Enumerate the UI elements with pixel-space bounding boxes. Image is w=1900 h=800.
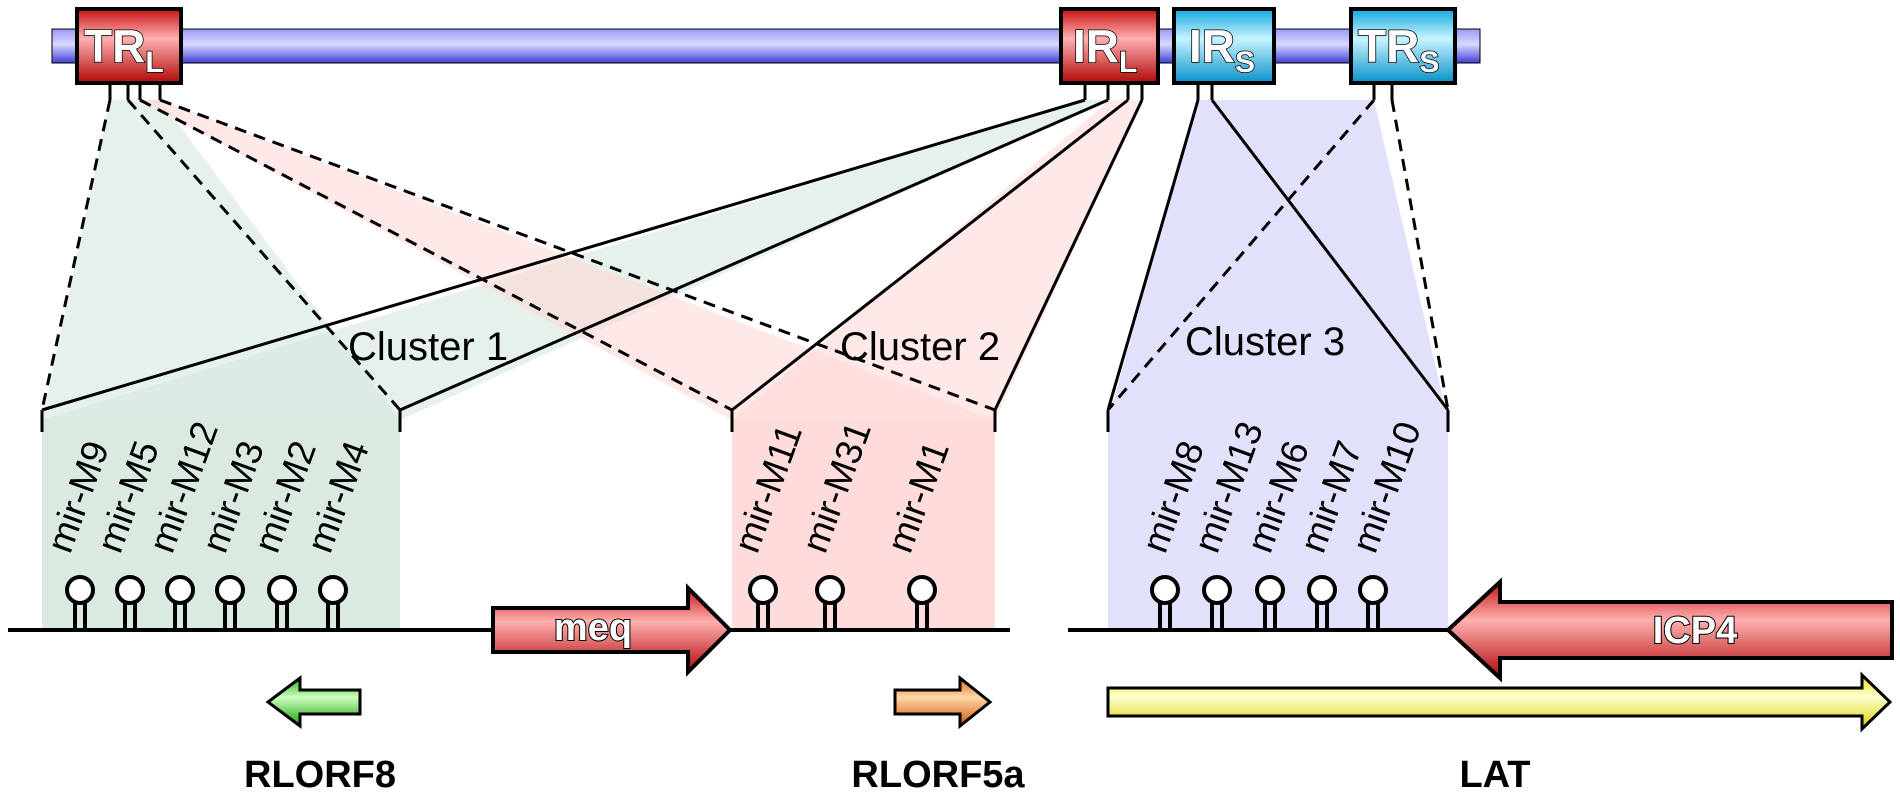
rlorf8-label: RLORF8: [244, 754, 396, 796]
lat-arrow: [1106, 671, 1893, 733]
hairpin-stem: [1357, 602, 1389, 632]
hairpin-stem: [317, 602, 349, 632]
cluster-3-label: Cluster 3: [1185, 320, 1345, 364]
hairpin-stem: [1149, 602, 1181, 632]
hairpin-loop: [1202, 575, 1232, 605]
hairpin-stem: [64, 602, 96, 632]
svg-text:IRL: IRL: [1073, 20, 1137, 79]
cluster-2-label: Cluster 2: [840, 325, 1000, 369]
trs-box: TRS: [1349, 7, 1457, 85]
hairpin-stem: [266, 602, 298, 632]
rlorf5a-arrow: [893, 674, 993, 730]
hairpin-loop: [1358, 575, 1388, 605]
hairpin-stem: [214, 602, 246, 632]
hairpin-loop: [1307, 575, 1337, 605]
hairpin-loop: [1255, 575, 1285, 605]
hairpin-loop: [815, 575, 845, 605]
cluster-1-connectors: [40, 98, 1109, 412]
hairpin-loop: [318, 575, 348, 605]
icp4-gene: ICP4: [1445, 577, 1894, 683]
hairpin-loop: [215, 575, 245, 605]
cluster-3-connectors: [1106, 99, 1450, 411]
hairpin-stem: [1254, 602, 1286, 632]
hairpin-stem: [906, 602, 938, 632]
rlorf8-arrow: [265, 675, 362, 729]
hairpin-stem: [1201, 602, 1233, 632]
cluster-brackets: [40, 410, 1450, 432]
cluster-1-label: Cluster 1: [348, 325, 508, 369]
hairpin-loop: [907, 575, 937, 605]
lat-label: LAT: [1459, 754, 1530, 796]
hairpin-stem: [114, 602, 146, 632]
svg-text:TRS: TRS: [1358, 20, 1439, 79]
meq-label: meq: [554, 607, 632, 649]
cluster-2-connectors: [139, 98, 1144, 412]
hairpin-stem: [1306, 602, 1338, 632]
cluster-3-mirna-labels: mir-M8 mir-M13 mir-M6 mir-M7 mir-M10: [1134, 416, 1429, 558]
icp4-label: ICP4: [1653, 610, 1737, 652]
genome-ticks: [108, 84, 1394, 100]
trl-box: TRL: [75, 7, 183, 85]
hairpin-loop: [1150, 575, 1180, 605]
hairpin-loop: [748, 575, 778, 605]
hairpin-markers: [64, 575, 1389, 632]
hairpin-loop: [267, 575, 297, 605]
cluster-2-region: [140, 100, 1142, 630]
svg-text:TRL: TRL: [84, 20, 164, 79]
svg-text:IRS: IRS: [1189, 20, 1255, 79]
hairpin-loop: [165, 575, 195, 605]
rlorf5a-label: RLORF5a: [851, 754, 1025, 796]
hairpin-loop: [65, 575, 95, 605]
hairpin-stem: [164, 602, 196, 632]
irs-box: IRS: [1172, 7, 1276, 85]
hairpin-stem: [747, 602, 779, 632]
hairpin-stem: [814, 602, 846, 632]
hairpin-loop: [115, 575, 145, 605]
meq-gene: meq: [491, 583, 733, 677]
irl-box: IRL: [1059, 7, 1160, 85]
